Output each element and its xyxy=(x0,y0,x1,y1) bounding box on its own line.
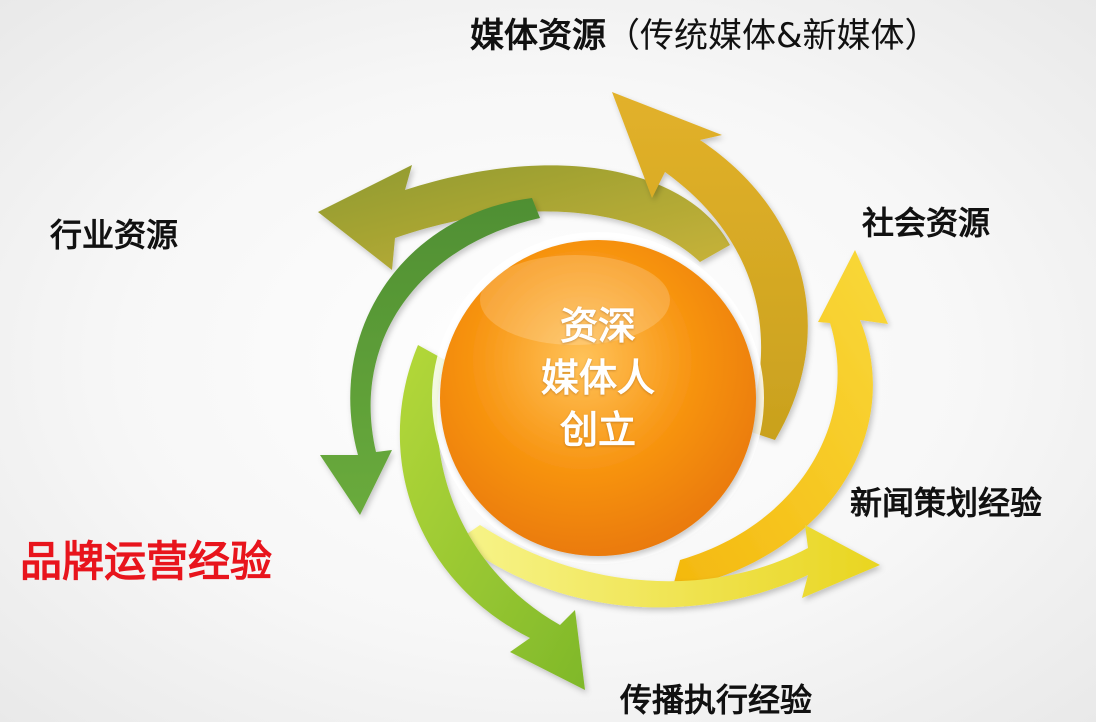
label-industry: 行业资源 xyxy=(50,216,179,254)
arrow-yellow xyxy=(672,250,888,590)
arrow-gold xyxy=(612,92,808,440)
center-circle xyxy=(440,240,756,556)
label-media-main: 媒体资源 xyxy=(470,16,606,56)
label-brand: 品牌运营经验 xyxy=(20,537,273,586)
center-line-3: 创立 xyxy=(559,408,636,452)
arrow-green xyxy=(320,198,540,515)
center-line-1: 资深 xyxy=(559,304,636,348)
arrow-olive xyxy=(318,165,730,270)
arrow-lightyellow xyxy=(458,525,880,608)
label-media: 媒体资源（传统媒体&新媒体） xyxy=(470,8,939,57)
center-text: 资深 媒体人 创立 xyxy=(498,300,698,456)
label-media-sub: （传统媒体&新媒体） xyxy=(606,16,939,56)
arrow-lightgreen xyxy=(399,345,585,690)
label-spread: 传播执行经验 xyxy=(620,681,813,719)
label-news: 新闻策划经验 xyxy=(850,484,1043,522)
center-line-2: 媒体人 xyxy=(540,356,655,400)
label-social: 社会资源 xyxy=(862,204,991,242)
center-highlight xyxy=(480,255,670,345)
